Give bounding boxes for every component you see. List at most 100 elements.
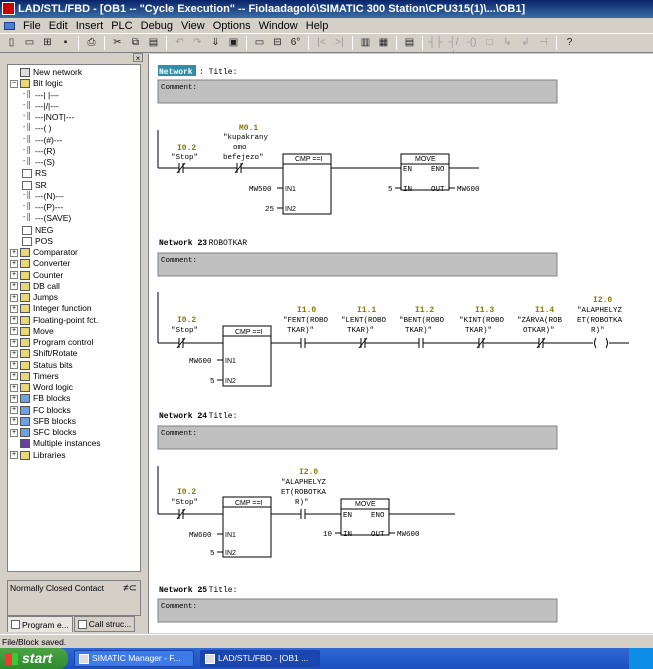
tree-item[interactable]: -‖---|NOT|--- xyxy=(22,112,74,123)
tree-item[interactable]: -‖---(R) xyxy=(22,146,55,157)
tree-item[interactable]: +Counter xyxy=(10,270,63,281)
menu-options[interactable]: Options xyxy=(212,19,251,32)
n24-cmp-title[interactable]: CMP ==I xyxy=(235,500,263,507)
expand-icon[interactable]: + xyxy=(10,304,18,313)
network-24-title[interactable]: : Title: xyxy=(199,412,237,421)
tree-item[interactable]: New network xyxy=(10,67,82,78)
tree-item[interactable]: +Integer function xyxy=(10,303,92,314)
open-icon[interactable]: ▭ xyxy=(24,37,35,48)
n23-cmp-title[interactable]: CMP ==I xyxy=(235,329,263,336)
tree-item[interactable]: RS xyxy=(22,168,47,179)
normally-open-icon[interactable]: ┤├ xyxy=(428,37,443,48)
network-22-label[interactable]: Network 22 xyxy=(159,68,207,77)
expand-icon[interactable]: + xyxy=(10,406,18,414)
network-23-comment-box[interactable] xyxy=(157,252,558,277)
close-icon[interactable]: × xyxy=(133,53,143,63)
expand-icon[interactable]: + xyxy=(10,383,18,392)
tree-item[interactable]: +Libraries xyxy=(10,450,66,461)
cut-icon[interactable]: ✂ xyxy=(113,37,122,48)
expand-icon[interactable]: + xyxy=(10,428,18,437)
tab-program-elements[interactable]: Program e... xyxy=(7,616,73,632)
expand-icon[interactable]: + xyxy=(10,451,18,459)
expand-icon[interactable]: + xyxy=(10,293,18,302)
expand-icon[interactable]: + xyxy=(10,372,18,381)
network-24-comment-box[interactable] xyxy=(157,425,558,450)
n22-cmp-title[interactable]: CMP ==I xyxy=(295,156,323,163)
n24-move-out-value[interactable]: MW600 xyxy=(397,531,420,539)
paste-icon[interactable]: ▤ xyxy=(148,37,159,48)
tree-item[interactable]: -‖---(S) xyxy=(22,157,55,168)
tree-item[interactable]: -‖---| |--- xyxy=(22,90,59,101)
save-icon[interactable]: ▪ xyxy=(63,37,68,48)
catalog-icon[interactable]: ▦ xyxy=(378,37,389,48)
tree-item[interactable]: -‖---(#)--- xyxy=(22,135,62,146)
n22-cmp-in1-value[interactable]: MW500 xyxy=(249,186,272,194)
menu-window[interactable]: Window xyxy=(258,19,298,32)
tree-item[interactable]: -‖---( ) xyxy=(22,123,52,134)
nav-forward-icon[interactable]: >| xyxy=(335,37,344,48)
n24-cmp-in2-value[interactable]: 5 xyxy=(210,550,215,558)
n22-move-title[interactable]: MOVE xyxy=(415,156,436,163)
network-23-title[interactable]: : ROBOTKAR xyxy=(199,239,247,248)
network-23-label[interactable]: Network 23 xyxy=(159,239,207,248)
tree-item[interactable]: +Word logic xyxy=(10,382,73,393)
n23-cmp-in2-value[interactable]: 5 xyxy=(210,378,215,386)
n23-contact-i13-address[interactable]: I1.3 xyxy=(475,306,494,315)
n22-contact1-address[interactable]: I0.2 xyxy=(177,144,196,153)
n24-move-in-value[interactable]: 10 xyxy=(323,531,333,539)
tree-item[interactable]: +Move xyxy=(10,326,54,337)
nav-back-icon[interactable]: |< xyxy=(317,37,326,48)
n23-contact-i12-address[interactable]: I1.2 xyxy=(415,306,434,315)
accessible-nodes-icon[interactable]: ⊞ xyxy=(43,37,52,48)
tree-item[interactable]: +FC blocks xyxy=(10,405,71,416)
expand-icon[interactable]: + xyxy=(10,248,18,257)
n23-contact-i10-address[interactable]: I1.0 xyxy=(297,306,316,315)
menu-help[interactable]: Help xyxy=(305,19,329,32)
undo-icon[interactable]: ↶ xyxy=(175,37,184,48)
ladder-editor[interactable]: Network 22 : Title: Comment: I0.2 "Stop" xyxy=(148,54,653,633)
tree-item[interactable]: SR xyxy=(22,180,47,191)
tab-call-structure[interactable]: Call struc... xyxy=(73,616,136,632)
n22-cmp-in2-value[interactable]: 25 xyxy=(265,206,275,214)
network-22-title[interactable]: : Title: xyxy=(199,68,237,77)
tree-item[interactable]: +Program control xyxy=(10,337,93,348)
tree-item[interactable]: -‖---|/|--- xyxy=(22,101,59,112)
monitor-icon[interactable]: ▣ xyxy=(228,37,239,48)
menu-view[interactable]: View xyxy=(181,19,205,32)
branch-open-icon[interactable]: ↳ xyxy=(503,37,512,48)
tree-item[interactable]: Multiple instances xyxy=(10,438,101,449)
print-icon[interactable]: ⎙ xyxy=(87,37,96,48)
expand-icon[interactable]: + xyxy=(10,327,18,336)
n23-contact-i11-address[interactable]: I1.1 xyxy=(357,306,376,315)
n24-move-title[interactable]: MOVE xyxy=(355,501,376,508)
expand-icon[interactable]: + xyxy=(10,259,18,268)
tree-item[interactable]: POS xyxy=(22,236,53,247)
expand-icon[interactable]: + xyxy=(10,271,18,279)
n23-cmp-in1-value[interactable]: MW600 xyxy=(189,358,212,366)
overview-icon[interactable]: ▭ xyxy=(254,37,265,48)
copy-icon[interactable]: ⧉ xyxy=(131,37,140,48)
expand-icon[interactable]: + xyxy=(10,394,18,403)
n22-move-out-value[interactable]: MW600 xyxy=(457,186,480,194)
tree-item[interactable]: +Converter xyxy=(10,258,70,269)
network-24-label[interactable]: Network 24 xyxy=(159,412,207,421)
n24-contact1-address[interactable]: I0.2 xyxy=(177,488,196,497)
view-icon[interactable]: ▥ xyxy=(360,37,371,48)
menu-file[interactable]: File xyxy=(23,19,41,32)
tree-item[interactable]: +FB blocks xyxy=(10,393,70,404)
tree-item[interactable]: -‖---(N)--- xyxy=(22,191,64,202)
network-icon[interactable]: ⊟ xyxy=(273,37,282,48)
start-button[interactable]: start xyxy=(0,648,68,669)
network-25-label[interactable]: Network 25 xyxy=(159,586,207,595)
download-icon[interactable]: ⇓ xyxy=(211,37,220,48)
menu-plc[interactable]: PLC xyxy=(111,19,133,32)
n24-cmp-in1-value[interactable]: MW600 xyxy=(189,532,212,540)
detail-icon[interactable]: ▤ xyxy=(404,37,415,48)
tree-item[interactable]: -‖---(P)--- xyxy=(22,202,63,213)
menu-edit[interactable]: Edit xyxy=(48,19,68,32)
n23-coil-address[interactable]: I2.0 xyxy=(593,296,612,305)
taskbar-lad-stl-fbd[interactable]: LAD/STL/FBD - [OB1 ... xyxy=(200,650,320,667)
redo-icon[interactable]: ↷ xyxy=(193,37,202,48)
network-22-comment-box[interactable] xyxy=(157,79,558,104)
taskbar-simatic-manager[interactable]: SIMATIC Manager - F... xyxy=(74,650,194,667)
